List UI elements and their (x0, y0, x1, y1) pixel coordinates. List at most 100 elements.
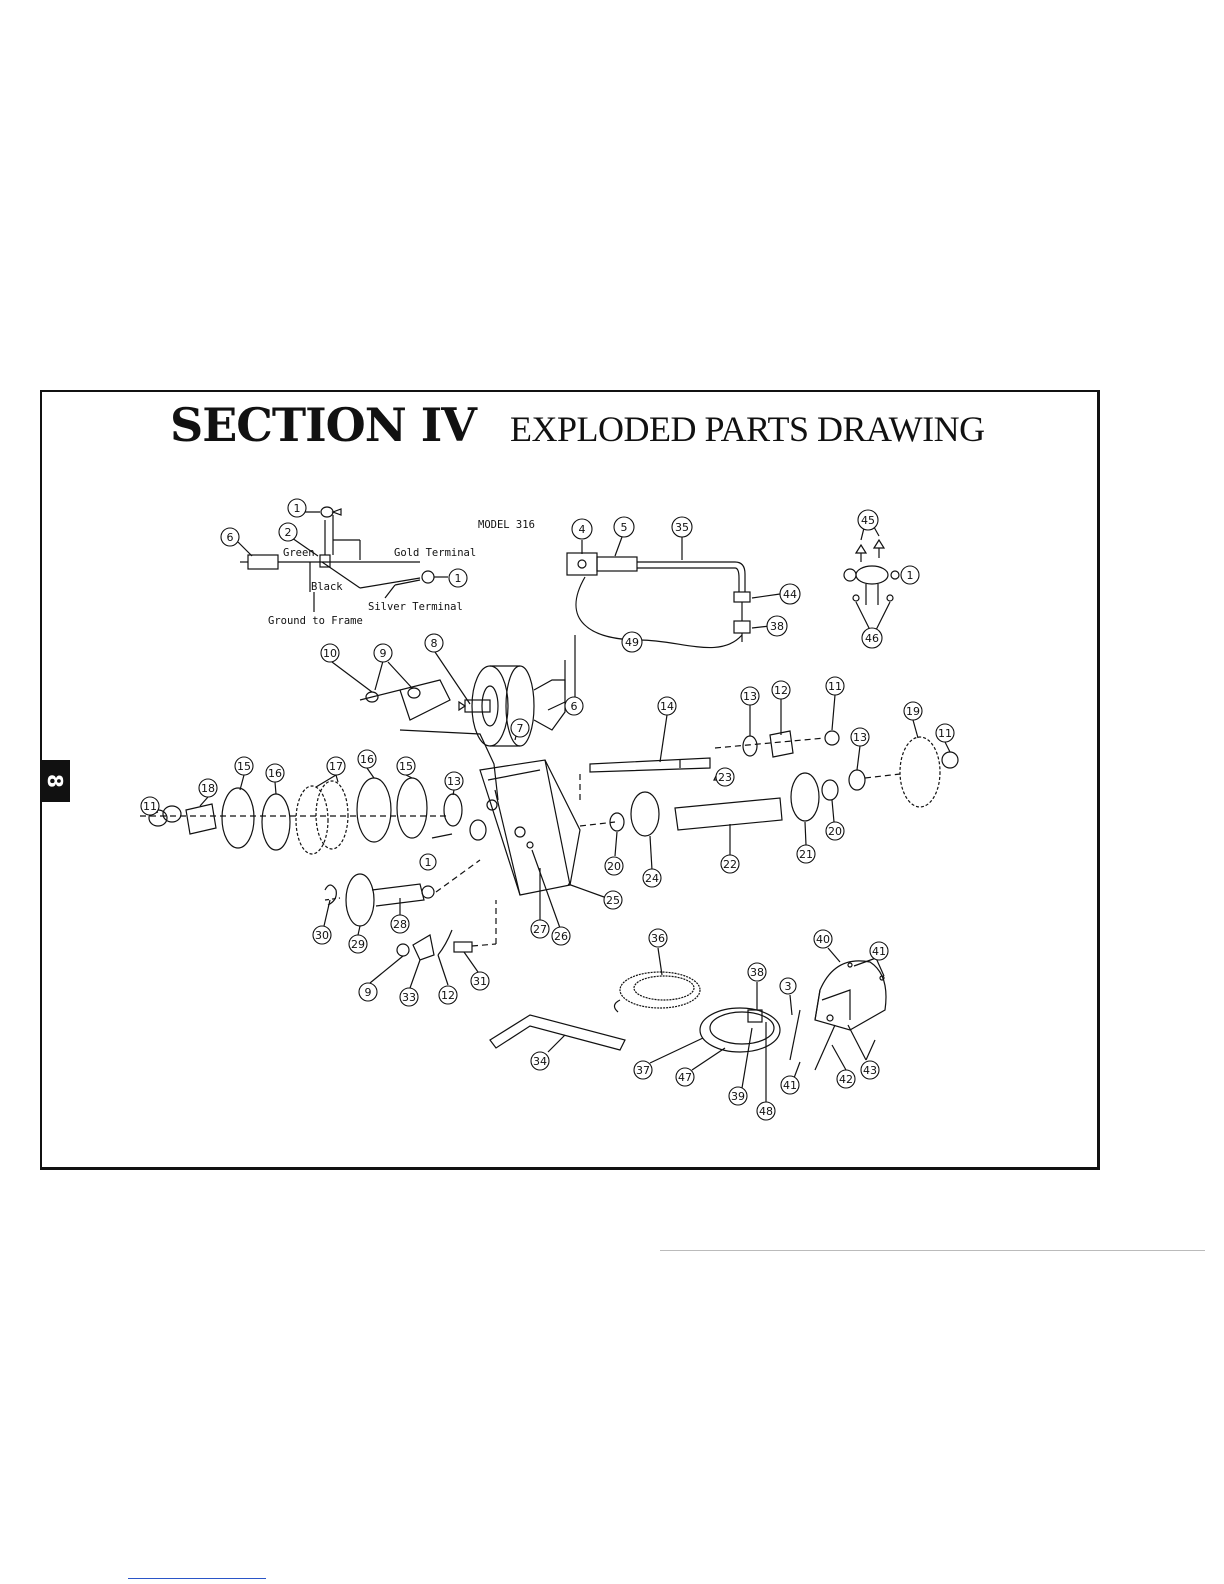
callout: 33 (400, 988, 418, 1006)
brake-spring (360, 680, 498, 800)
callout: 49 (622, 632, 642, 652)
svg-text:43: 43 (863, 1064, 877, 1077)
callout: 6 (565, 697, 583, 715)
svg-text:9: 9 (365, 986, 372, 999)
callout: 11 (141, 797, 159, 815)
svg-text:23: 23 (718, 771, 732, 784)
callout: 46 (862, 628, 882, 648)
callout: 45 (858, 510, 878, 530)
svg-text:26: 26 (554, 930, 568, 943)
callout: 25 (604, 891, 622, 909)
callout: 40 (814, 930, 832, 948)
svg-text:46: 46 (865, 632, 879, 645)
svg-text:1: 1 (294, 502, 301, 515)
terminal-nut (422, 571, 434, 583)
wire-label-green: Green (283, 547, 315, 559)
callout: 26 (552, 927, 570, 945)
callout: 3 (780, 978, 796, 994)
callout: 20 (605, 857, 623, 875)
svg-text:15: 15 (399, 760, 413, 773)
plug-block (567, 553, 597, 575)
callout: 7 (511, 719, 529, 737)
svg-text:17: 17 (329, 760, 343, 773)
svg-text:2: 2 (285, 526, 292, 539)
callout: 13 (741, 687, 759, 705)
footer-link-underline (128, 1578, 266, 1579)
svg-text:18: 18 (201, 782, 215, 795)
cable-coil (614, 972, 700, 1012)
gear-19 (900, 737, 940, 807)
svg-text:11: 11 (938, 727, 952, 740)
svg-text:13: 13 (743, 690, 757, 703)
callout: 24 (643, 869, 661, 887)
callout: 23 (716, 768, 734, 786)
callout: 47 (676, 1068, 694, 1086)
callout: 41 (781, 1076, 799, 1094)
callout: 12 (772, 681, 790, 699)
callout: 16 (358, 750, 376, 768)
svg-text:28: 28 (393, 918, 407, 931)
callout: 34 (531, 1052, 549, 1070)
callout: 5 (614, 517, 634, 537)
model-label: MODEL 316 (478, 519, 535, 531)
callout: 48 (757, 1102, 775, 1120)
callout: 13 (851, 728, 869, 746)
svg-text:5: 5 (621, 521, 628, 534)
callout: 29 (349, 935, 367, 953)
svg-text:31: 31 (473, 975, 487, 988)
callout: 18 (199, 779, 217, 797)
ground-label: Ground to Frame (268, 615, 363, 627)
callout: 22 (721, 855, 739, 873)
callout: 1 (449, 569, 467, 587)
callout: 21 (797, 845, 815, 863)
callout: 1 (420, 854, 436, 870)
drum-cover (790, 961, 886, 1070)
scan-artifact-line (660, 1250, 1205, 1251)
callout: 31 (471, 972, 489, 990)
wing-nut (321, 507, 333, 517)
callout: 16 (266, 764, 284, 782)
callout: 12 (439, 986, 457, 1004)
crank-handle (490, 1015, 625, 1050)
svg-text:41: 41 (783, 1079, 797, 1092)
callout: 43 (861, 1061, 879, 1079)
silver-terminal-label: Silver Terminal (368, 601, 463, 613)
svg-text:24: 24 (645, 872, 659, 885)
svg-text:11: 11 (143, 800, 157, 813)
callout: 19 (904, 702, 922, 720)
svg-text:10: 10 (323, 647, 337, 660)
callout: 1 (901, 566, 919, 584)
callout: 9 (374, 644, 392, 662)
svg-text:42: 42 (839, 1073, 853, 1086)
svg-text:14: 14 (660, 700, 674, 713)
svg-text:38: 38 (770, 620, 784, 633)
svg-text:48: 48 (759, 1105, 773, 1118)
power-cable-assembly (567, 553, 750, 648)
svg-text:47: 47 (678, 1071, 692, 1084)
callout: 17 (327, 757, 345, 775)
svg-text:1: 1 (907, 569, 914, 582)
callout: 1 (288, 499, 306, 517)
svg-text:3: 3 (785, 980, 792, 993)
svg-text:44: 44 (783, 588, 797, 601)
svg-text:19: 19 (906, 705, 920, 718)
svg-text:25: 25 (606, 894, 620, 907)
callout: 38 (767, 616, 787, 636)
leader-lines (150, 512, 950, 1102)
disc-15-left (222, 788, 254, 848)
svg-text:4: 4 (579, 523, 586, 536)
callout: 30 (313, 926, 331, 944)
callout: 4 (572, 519, 592, 539)
svg-text:7: 7 (517, 722, 524, 735)
svg-text:16: 16 (268, 767, 282, 780)
svg-text:13: 13 (447, 775, 461, 788)
svg-text:1: 1 (425, 856, 432, 869)
callout: 39 (729, 1087, 747, 1105)
callout: 14 (658, 697, 676, 715)
callout: 11 (936, 724, 954, 742)
callout: 15 (397, 757, 415, 775)
disc-16-right (357, 778, 391, 842)
svg-text:38: 38 (750, 966, 764, 979)
svg-text:34: 34 (533, 1055, 547, 1068)
